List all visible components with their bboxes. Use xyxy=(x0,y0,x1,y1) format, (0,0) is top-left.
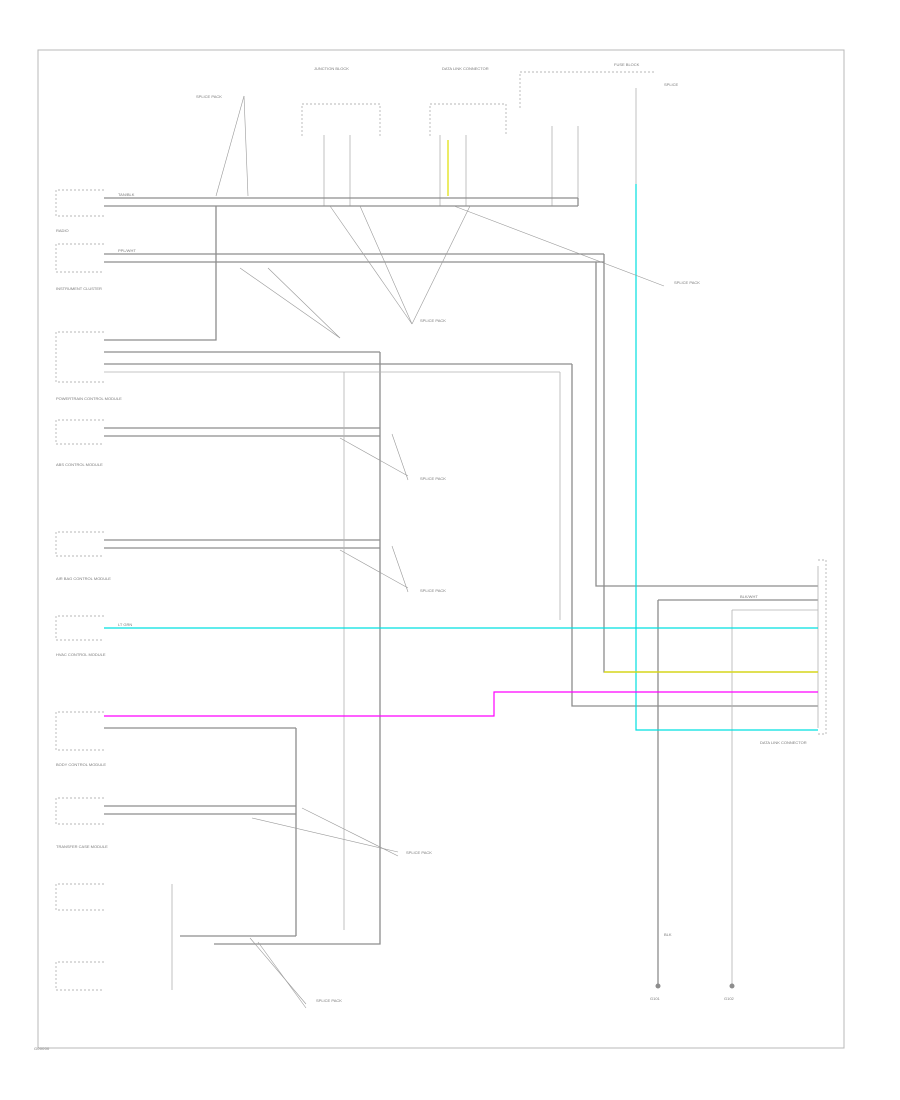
splice-note-4: SPLICE PACK xyxy=(420,476,446,481)
ground-symbol-2 xyxy=(729,983,735,989)
wire-label-c: LT GRN xyxy=(118,622,132,627)
ground-g2-label: G102 xyxy=(724,996,735,1001)
diagram-code: G00000 xyxy=(34,1046,50,1051)
wire-label-e: BLK xyxy=(664,932,672,937)
splice-note-1: SPLICE PACK xyxy=(196,94,222,99)
right-connector: DATA LINK CONNECTOR xyxy=(760,559,827,745)
instrument-cluster-label: INSTRUMENT CLUSTER xyxy=(56,286,102,291)
magenta-wire xyxy=(104,691,818,717)
airbag-label: AIR BAG CONTROL MODULE xyxy=(56,576,111,581)
wire-label-d: BLK/WHT xyxy=(740,594,758,599)
splice-top-label: SPLICE xyxy=(664,82,679,87)
splice-note-6: SPLICE PACK xyxy=(406,850,432,855)
wire-label-b: PPL/WHT xyxy=(118,248,136,253)
wire-color-labels: TAN/BLK PPL/WHT LT GRN BLK/WHT BLK xyxy=(118,192,758,937)
splice-note-5: SPLICE PACK xyxy=(420,588,446,593)
transfer-label: TRANSFER CASE MODULE xyxy=(56,844,108,849)
abs-label: ABS CONTROL MODULE xyxy=(56,462,103,467)
hvac-label: HVAC CONTROL MODULE xyxy=(56,652,106,657)
diagram-frame xyxy=(37,49,845,1049)
pcm-label: POWERTRAIN CONTROL MODULE xyxy=(56,396,122,401)
left-modules: RADIO INSTRUMENT CLUSTER POWERTRAIN CONT… xyxy=(55,189,122,991)
callout-leaders: SPLICE PACK SPLICE PACK SPLICE PACK SPLI… xyxy=(196,94,700,1009)
splice-note-2: SPLICE PACK xyxy=(420,318,446,323)
junction-block-top-label: JUNCTION BLOCK xyxy=(314,66,349,71)
dlc-right-label: DATA LINK CONNECTOR xyxy=(760,740,807,745)
top-drops xyxy=(323,88,637,206)
wire-label-a: TAN/BLK xyxy=(118,192,135,197)
cyan-wire xyxy=(635,184,818,731)
body-label: BODY CONTROL MODULE xyxy=(56,762,106,767)
top-connectors: JUNCTION BLOCK DATA LINK CONNECTOR FUSE … xyxy=(301,62,679,136)
ground-symbol-1 xyxy=(655,983,661,989)
data-link-top-label: DATA LINK CONNECTOR xyxy=(442,66,489,71)
splice-note-7: SPLICE PACK xyxy=(316,998,342,1003)
data-bus-main xyxy=(104,197,819,984)
fuse-top-label: FUSE BLOCK xyxy=(614,62,640,67)
grounds: G101 G102 xyxy=(650,970,735,1001)
ground-g1-label: G101 xyxy=(650,996,661,1001)
splice-note-3: SPLICE PACK xyxy=(674,280,700,285)
radio-label: RADIO xyxy=(56,228,69,233)
colored-wires xyxy=(104,140,818,731)
